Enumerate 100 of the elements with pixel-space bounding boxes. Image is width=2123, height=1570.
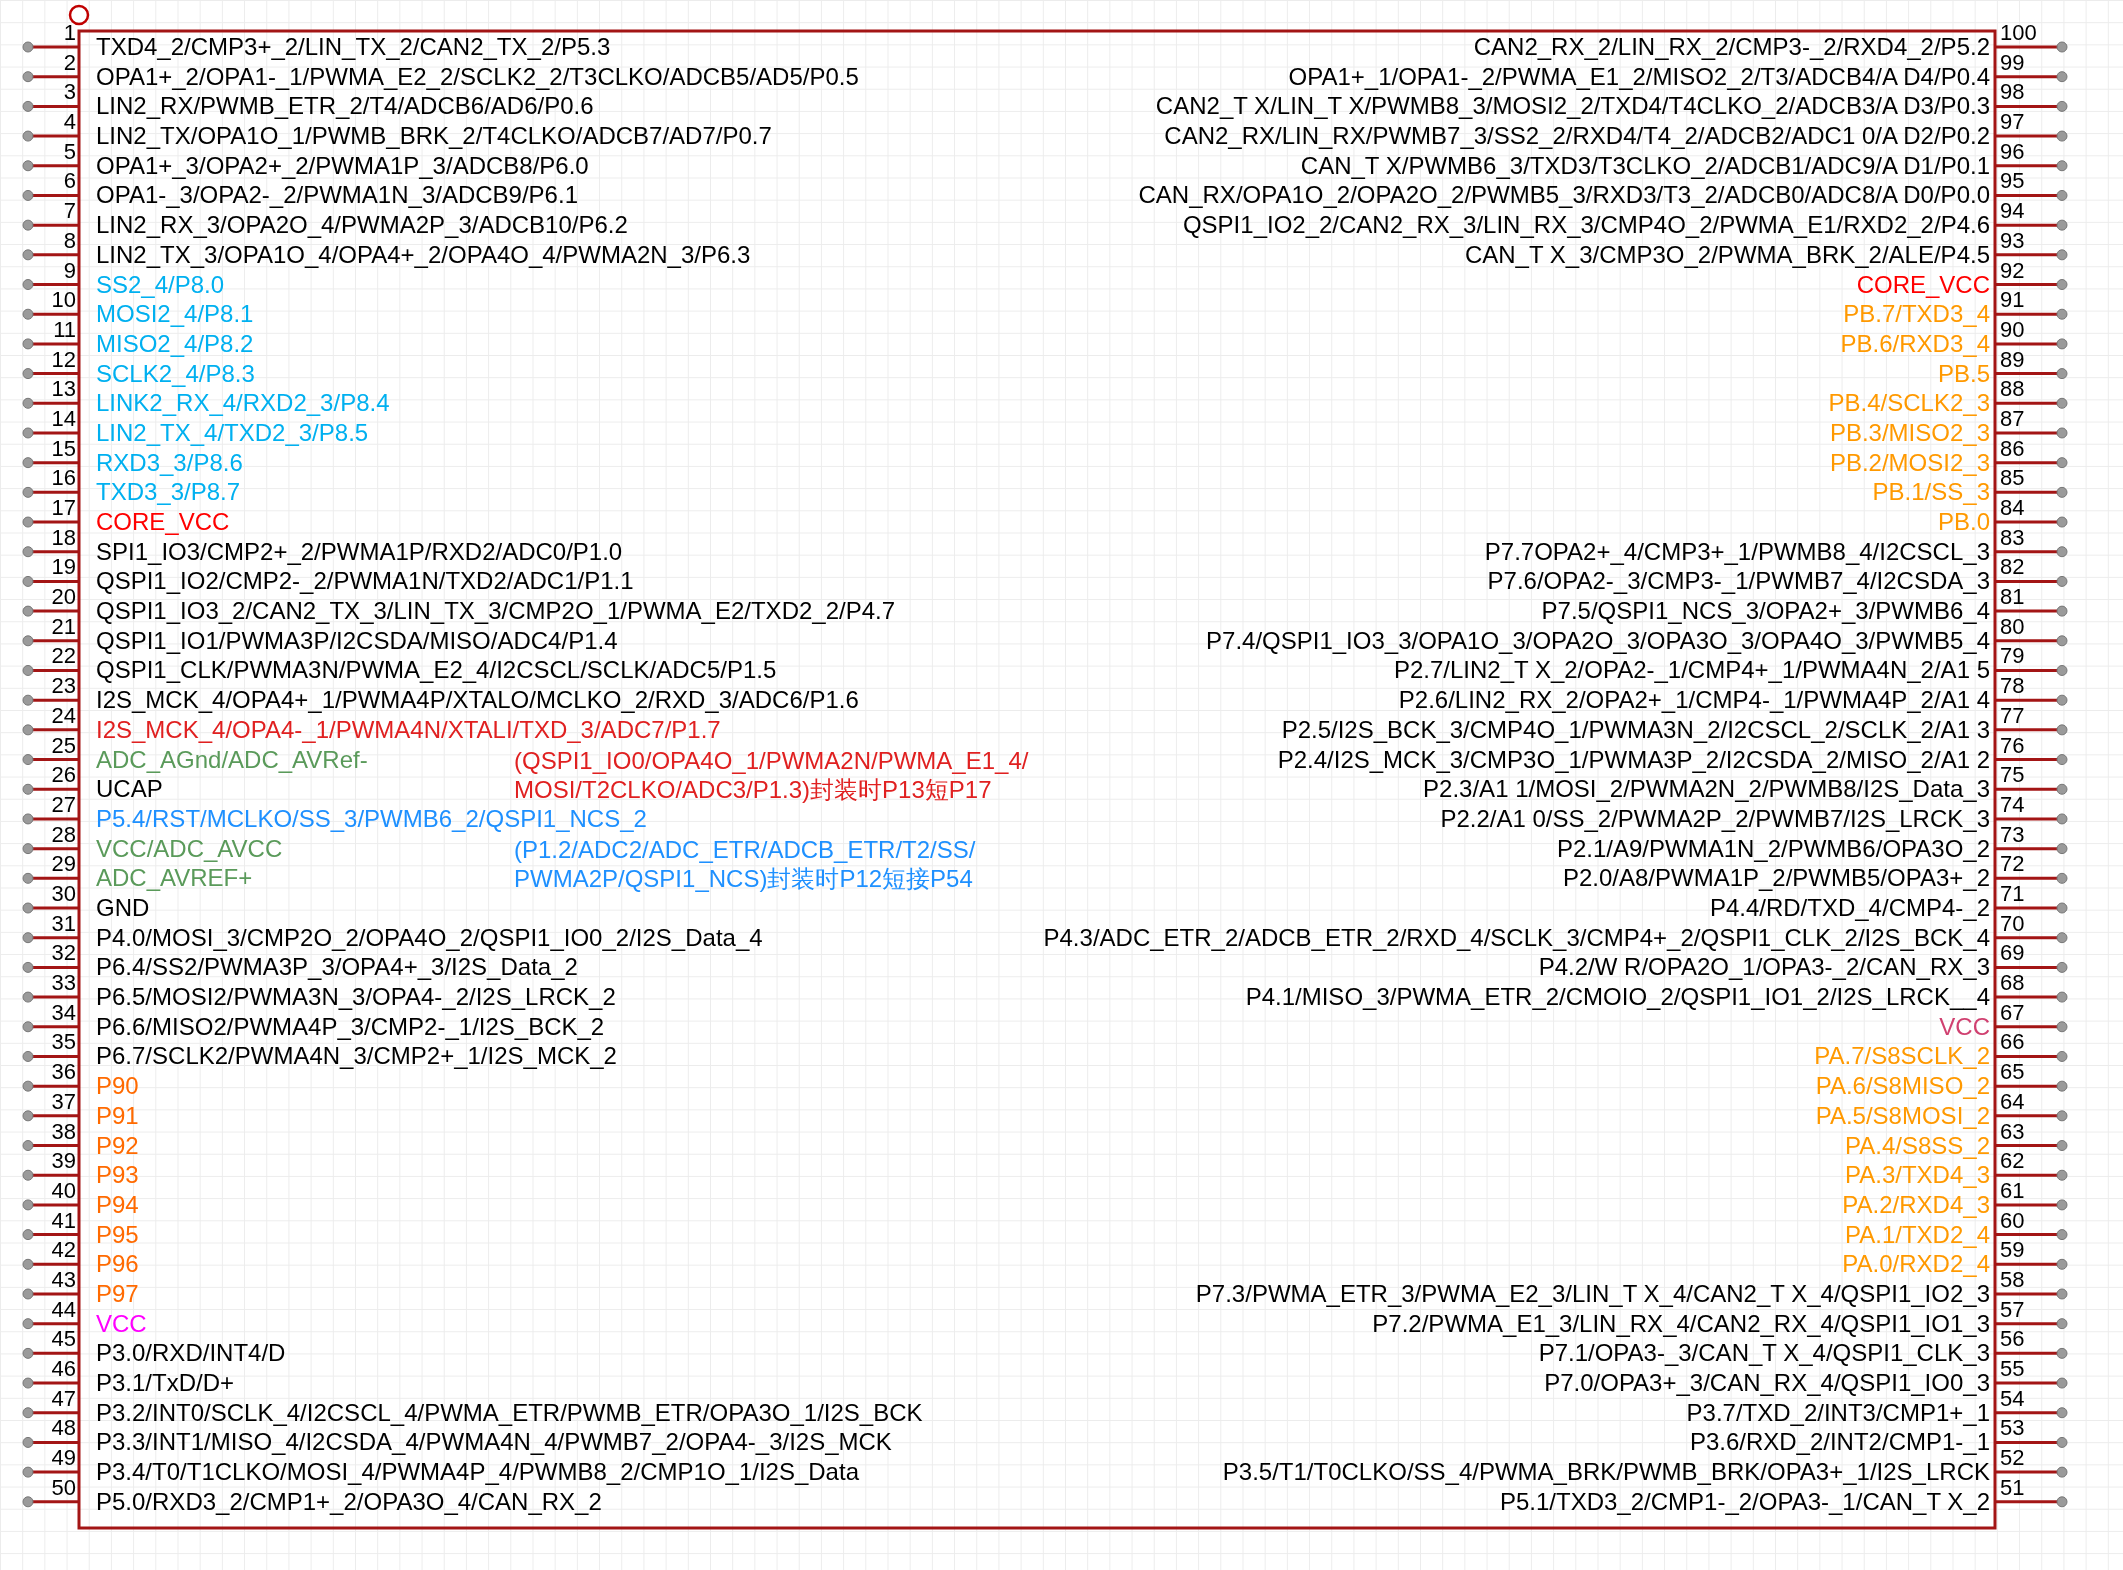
pin-number: 43: [51, 1267, 76, 1292]
pin-number: 45: [51, 1327, 76, 1352]
pin-number: 8: [63, 228, 76, 253]
pin-label: SCLK2_4/P8.3: [96, 359, 255, 388]
pin-label: P91: [96, 1101, 139, 1130]
pin-number: 67: [2000, 1000, 2025, 1025]
pin-number: 34: [51, 1000, 76, 1025]
pin-number: 78: [2000, 674, 2025, 699]
pin-number: 83: [2000, 525, 2025, 550]
pin-label: PB.7/TXD3_4: [1843, 300, 1990, 329]
pin-label: P7.4/QSPI1_IO3_3/OPA1O_3/OPA2O_3/OPA3O_3/OPA4O_3/PWMB5_4: [1206, 626, 1990, 655]
pin-label: I2S_MCK_4/OPA4+_1/PWMA4P/XTALO/MCLKO_2/RXD_3/ADC6/P1.6: [96, 686, 859, 715]
pin-number: 13: [51, 377, 76, 402]
note-text: (P1.2/ADC2/ADC_ETR/ADCB_ETR/T2/SS/PWMA2P/QSPI1_NCS)封装时P12短接P54: [514, 834, 977, 893]
pin-label: VCC: [96, 1309, 147, 1338]
pin-number: 27: [51, 792, 76, 817]
pin-number: 15: [51, 436, 76, 461]
pin-label: P3.2/INT0/SCLK_4/I2CSCL_4/PWMA_ETR/PWMB_ETR/OPA3O_1/I2S_BCK: [96, 1398, 923, 1427]
pin-number: 87: [2000, 406, 2025, 431]
pin-number: 89: [2000, 347, 2025, 372]
pin-label: P96: [96, 1250, 139, 1279]
pin-label: P94: [96, 1190, 139, 1219]
pin-label: RXD3_3/P8.6: [96, 448, 243, 477]
pin-number: 96: [2000, 139, 2025, 164]
pin-label: QSPI1_IO1/PWMA3P/I2CSDA/MISO/ADC4/P1.4: [96, 626, 618, 655]
pin-number: 6: [63, 169, 76, 194]
pin-number: 92: [2000, 258, 2025, 283]
pin-label: PB.1/SS_3: [1872, 478, 1990, 507]
pin-number: 11: [53, 317, 76, 342]
pin-number: 99: [2000, 50, 2025, 75]
pin-label: PA.5/S8MOSI_2: [1815, 1101, 1990, 1130]
pin-label: P3.6/RXD_2/INT2/CMP1-_1: [1689, 1428, 1990, 1457]
pin-label: LINK2_RX_4/RXD2_3/P8.4: [96, 389, 390, 418]
pin-label: CAN_T X/PWMB6_3/TXD3/T3CLKO_2/ADCB1/ADC9/A D1/P0.1: [1300, 151, 1990, 180]
pin-number: 84: [2000, 496, 2025, 521]
pin-label: P4.1/MISO_3/PWMA_ETR_2/CMOIO_2/QSPI1_IO1_2/I2S_LRCK__4: [1245, 983, 1990, 1012]
pin-label: PA.6/S8MISO_2: [1815, 1072, 1990, 1101]
pin-number: 46: [51, 1357, 76, 1382]
pin-number: 2: [63, 50, 76, 75]
pin-label: CAN2_RX/LIN_RX/PWMB7_3/SS2_2/RXD4/T4_2/ADCB2/ADC1 0/A D2/P0.2: [1164, 122, 1990, 151]
pin-number: 55: [2000, 1357, 2025, 1382]
pin-label: PA.3/TXD4_3: [1845, 1161, 1990, 1190]
pin-label: P7.1/OPA3-_3/CAN_T X_4/QSPI1_CLK_3: [1538, 1339, 1990, 1368]
pin-number: 94: [2000, 199, 2025, 224]
pin-label: P4.4/RD/TXD_4/CMP4-_2: [1709, 894, 1990, 922]
pin-label: P4.0/MOSI_3/CMP2O_2/OPA4O_2/QSPI1_IO0_2/I2S_Data_4: [96, 923, 763, 952]
pin-number: 72: [2000, 852, 2025, 877]
pin-label: P2.7/LIN2_T X_2/OPA2-_1/CMP4+_1/PWMA4N_2/A1 5: [1393, 656, 1990, 685]
pin-number: 32: [51, 941, 76, 966]
pin-label: TXD3_3/P8.7: [96, 478, 241, 507]
pin-number: 49: [51, 1446, 76, 1471]
pin-label: P92: [96, 1131, 139, 1160]
pin-number: 26: [51, 763, 76, 788]
pin-number: 93: [2000, 228, 2025, 253]
pin-label: MISO2_4/P8.2: [96, 329, 254, 358]
pin-number: 50: [51, 1475, 76, 1500]
pin-number: 60: [2000, 1208, 2025, 1233]
pin-number: 42: [51, 1238, 76, 1263]
pin-label: P3.5/T1/T0CLKO/SS_4/PWMA_BRK/PWMB_BRK/OPA3+_1/I2S_LRCK: [1222, 1458, 1990, 1487]
pin-number: 1: [63, 21, 76, 45]
pin-number: 64: [2000, 1089, 2025, 1114]
pin-label: PB.4/SCLK2_3: [1828, 389, 1990, 418]
pin-number: 3: [63, 80, 76, 105]
pin-number: 86: [2000, 436, 2025, 461]
pin-number: 66: [2000, 1030, 2025, 1055]
pin-number: 35: [51, 1030, 76, 1055]
pin-number: 100: [2000, 21, 2037, 45]
pin-number: 71: [2000, 882, 2025, 906]
pin-label: P4.3/ADC_ETR_2/ADCB_ETR_2/RXD_4/SCLK_3/CMP4+_2/QSPI1_CLK_2/I2S_BCK_4: [1043, 923, 1990, 952]
pin-number: 21: [51, 614, 76, 639]
pin-label: PA.7/S8SCLK_2: [1814, 1042, 1990, 1071]
pin-number: 63: [2000, 1119, 2025, 1144]
pin-number: 18: [51, 525, 76, 550]
pin-label: I2S_MCK_4/OPA4-_1/PWMA4N/XTALI/TXD_3/ADC7/P1.7: [96, 715, 721, 744]
pin-label: TXD4_2/CMP3+_2/LIN_TX_2/CAN2_TX_2/P5.3: [96, 33, 611, 61]
pin-number: 65: [2000, 1060, 2025, 1085]
pin-label: P5.0/RXD3_2/CMP1+_2/OPA3O_4/CAN_RX_2: [96, 1487, 602, 1516]
pin-label: LIN2_RX/PWMB_ETR_2/T4/ADCB6/AD6/P0.6: [96, 92, 594, 121]
pin-number: 23: [51, 674, 76, 699]
pin-label: P7.5/QSPI1_NCS_3/OPA2+_3/PWMB6_4: [1541, 597, 1990, 626]
pin-label: PB.5: [1937, 359, 1990, 388]
pin-label: P7.7OPA2+_4/CMP3+_1/PWMB8_4/I2CSCL_3: [1484, 537, 1990, 566]
pin-number: 58: [2000, 1267, 2025, 1292]
pin-number: 56: [2000, 1327, 2025, 1352]
pin-label: PA.2/RXD4_3: [1842, 1190, 1990, 1219]
pin-number: 59: [2000, 1238, 2025, 1263]
pin-label: CAN2_RX_2/LIN_RX_2/CMP3-_2/RXD4_2/P5.2: [1473, 33, 1990, 61]
pin-label: QSPI1_IO3_2/CAN2_TX_3/LIN_TX_3/CMP2O_1/PWMA_E2/TXD2_2/P4.7: [96, 597, 896, 626]
pin-number: 41: [51, 1208, 76, 1233]
pin-number: 79: [2000, 644, 2025, 669]
pin-number: 22: [51, 644, 76, 669]
pin-number: 61: [2000, 1178, 2025, 1203]
pin-label: P2.5/I2S_BCK_3/CMP4O_1/PWMA3N_2/I2CSCL_2/SCLK_2/A1 3: [1281, 715, 1990, 744]
pin-label: SPI1_IO3/CMP2+_2/PWMA1P/RXD2/ADC0/P1.0: [96, 537, 623, 566]
pin-label: P2.1/A9/PWMA1N_2/PWMB6/OPA3O_2: [1556, 834, 1990, 863]
pin-label: P3.3/INT1/MISO_4/I2CSDA_4/PWMA4N_4/PWMB7_2/OPA4-_3/I2S_MCK: [96, 1428, 892, 1457]
pin-label: P3.0/RXD/INT4/D: [96, 1339, 286, 1368]
pin-number: 95: [2000, 169, 2025, 194]
pin-number: 12: [51, 347, 76, 372]
pin-label: ADC_AVREF+: [96, 864, 253, 893]
